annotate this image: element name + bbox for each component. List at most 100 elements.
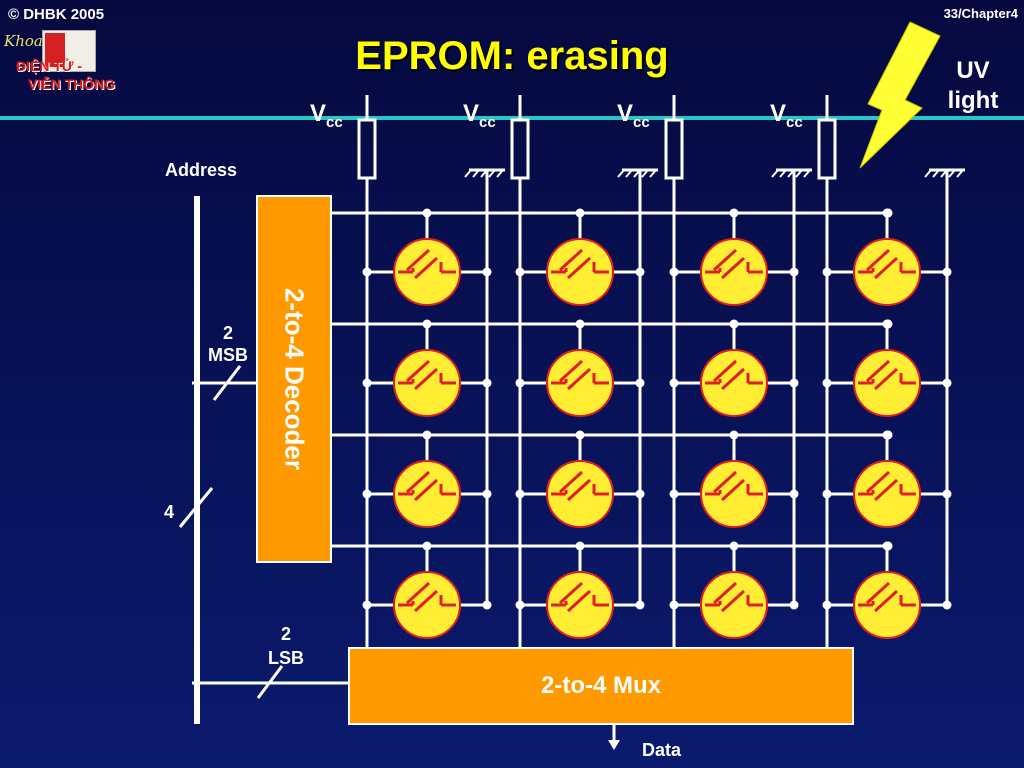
word-line-junction-dot: [882, 430, 892, 440]
bit-line-junction-dot: [669, 378, 679, 388]
logo-script-text: Khoa: [4, 32, 43, 50]
slide-title: EPROM: erasing: [355, 34, 669, 78]
lsb-text: LSB: [268, 648, 304, 668]
logo-badge: [42, 30, 96, 72]
bit-line-junction-dot: [362, 267, 372, 277]
vcc-label-1: Vcc: [310, 100, 343, 131]
ground-junction-dot: [482, 489, 492, 499]
uv-light-label: UV light: [938, 56, 1008, 116]
vcc-sub-2: cc: [479, 114, 496, 131]
transistor-symbol: [551, 359, 609, 391]
transistor-symbol: [705, 359, 763, 391]
eprom-cell: [520, 546, 640, 639]
eprom-cell: [674, 435, 794, 528]
ground-junction-dot: [942, 267, 952, 277]
eprom-cell: [367, 546, 487, 639]
transistor-symbol: [398, 359, 456, 391]
floating-gate-transistor-icon: [700, 571, 768, 639]
eprom-cell: [520, 435, 640, 528]
eprom-cell: [674, 213, 794, 306]
lsb-label: 2 LSB: [268, 622, 304, 670]
word-line-junction-dot: [422, 430, 432, 440]
uv-label-line2: light: [947, 87, 999, 114]
uv-label-line1: UV: [956, 57, 990, 84]
msb-count: 2: [222, 323, 233, 343]
transistor-symbol: [705, 581, 763, 613]
vcc-main-3: V: [617, 100, 634, 127]
bus-width-label: 4: [164, 502, 175, 522]
eprom-cell: [674, 324, 794, 417]
word-line-junction-dot: [422, 541, 432, 551]
ground-junction-dot: [789, 600, 799, 610]
word-line-junction-dot: [729, 430, 739, 440]
faculty-logo: Khoa ĐIỆN TỬ - VIỄN THÔNG: [4, 30, 122, 100]
ground-junction-dot: [482, 267, 492, 277]
eprom-cell: [520, 324, 640, 417]
word-line-junction-dot: [882, 541, 892, 551]
ground-junction-dot: [635, 600, 645, 610]
word-line-junction-dot: [575, 430, 585, 440]
transistor-symbol: [398, 470, 456, 502]
transistor-symbol: [705, 470, 763, 502]
word-line-junction-dot: [882, 319, 892, 329]
bus-width-slash-mark: [178, 487, 214, 528]
transistor-symbol: [858, 470, 916, 502]
lsb-count: 2: [280, 624, 291, 644]
transistor-symbol: [858, 359, 916, 391]
ground-junction-dot: [942, 378, 952, 388]
pullup-resistor-1: [357, 118, 377, 180]
logo-line-1: ĐIỆN TỬ -: [16, 58, 83, 74]
eprom-cell: [827, 324, 947, 417]
bit-line-junction-dot: [822, 378, 832, 388]
floating-gate-transistor-icon: [393, 349, 461, 417]
bit-line-junction-dot: [822, 600, 832, 610]
bit-line-junction-dot: [362, 600, 372, 610]
page-number: 33/Chapter4: [943, 6, 1018, 21]
ground-icon-4: [924, 169, 964, 178]
ground-junction-dot: [635, 378, 645, 388]
bit-line-junction-dot: [669, 600, 679, 610]
bit-line-junction-dot: [669, 267, 679, 277]
eprom-cell: [827, 546, 947, 639]
ground-junction-dot: [635, 267, 645, 277]
vcc-sub-4: cc: [786, 114, 803, 131]
word-line-junction-dot: [729, 208, 739, 218]
ground-junction-dot: [942, 489, 952, 499]
word-line-junction-dot: [575, 319, 585, 329]
ground-junction-dot: [482, 600, 492, 610]
eprom-cell: [674, 546, 794, 639]
data-label: Data: [642, 740, 682, 760]
bit-line-junction-dot: [822, 489, 832, 499]
word-line-junction-dot: [422, 208, 432, 218]
msb-label: 2 MSB: [208, 322, 248, 366]
column-mux-block: 2-to-4 Mux: [348, 647, 854, 725]
vcc-main-1: V: [310, 100, 327, 127]
bit-line-junction-dot: [669, 489, 679, 499]
word-line-junction-dot: [575, 208, 585, 218]
floating-gate-transistor-icon: [546, 460, 614, 528]
ground-icon-1: [464, 169, 504, 178]
ground-junction-dot: [942, 600, 952, 610]
floating-gate-transistor-icon: [393, 238, 461, 306]
bit-line-junction-dot: [515, 267, 525, 277]
vcc-label-2: Vcc: [463, 100, 496, 131]
transistor-symbol: [551, 470, 609, 502]
floating-gate-transistor-icon: [546, 238, 614, 306]
eprom-cell: [367, 435, 487, 528]
ground-junction-dot: [635, 489, 645, 499]
floating-gate-transistor-icon: [546, 571, 614, 639]
row-decoder-block: 2-to-4 Decoder: [256, 195, 332, 563]
vcc-label-3: Vcc: [617, 100, 650, 131]
transistor-symbol: [551, 248, 609, 280]
transistor-symbol: [705, 248, 763, 280]
bit-line-junction-dot: [822, 267, 832, 277]
vcc-main-2: V: [463, 100, 480, 127]
transistor-symbol: [551, 581, 609, 613]
pullup-resistor-2: [510, 118, 530, 180]
decoder-label: 2-to-4 Decoder: [279, 287, 310, 471]
ground-icon-2: [617, 169, 657, 178]
ground-junction-dot: [789, 489, 799, 499]
vcc-sub-3: cc: [633, 114, 650, 131]
floating-gate-transistor-icon: [546, 349, 614, 417]
